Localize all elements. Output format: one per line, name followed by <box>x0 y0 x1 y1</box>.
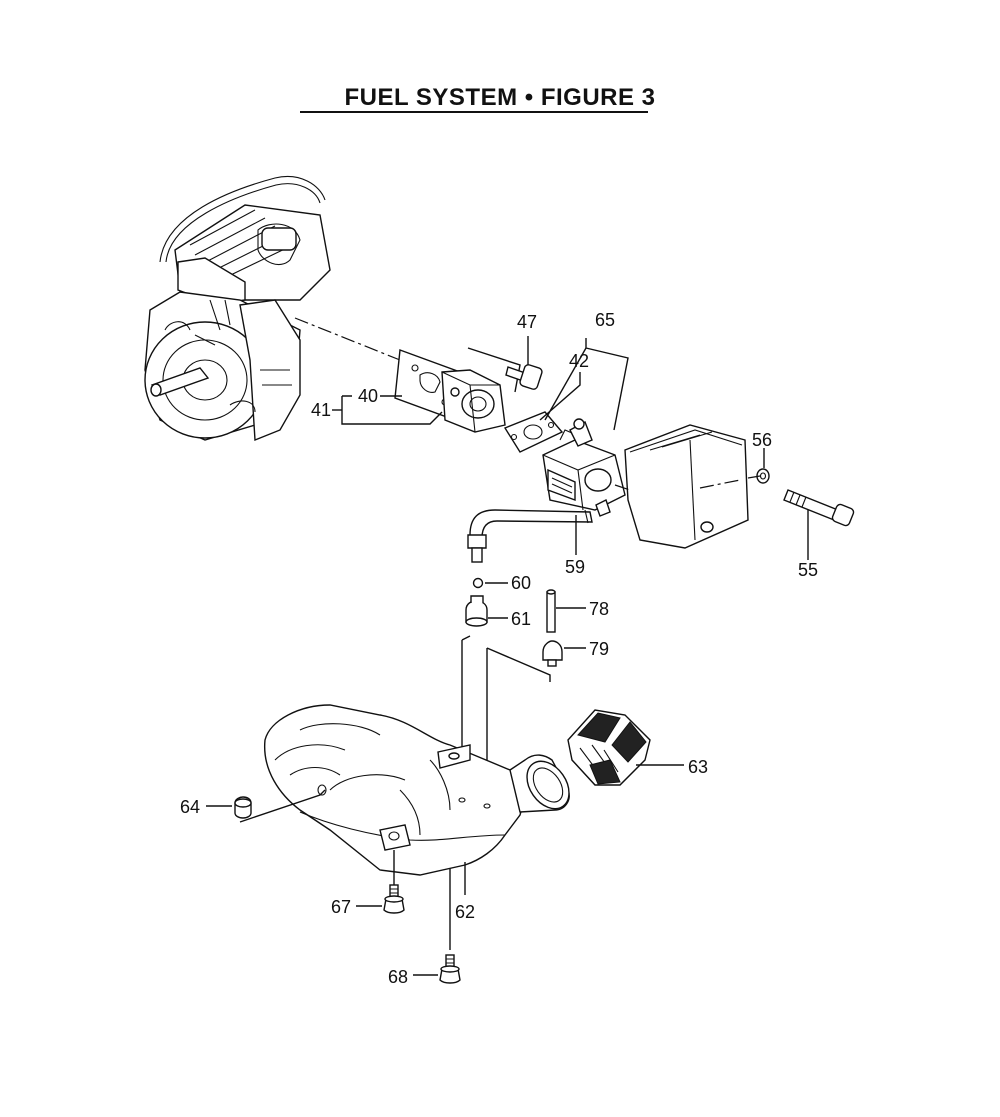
screw-68 <box>439 954 461 984</box>
screw-67 <box>383 884 405 914</box>
callout-63: 63 <box>688 757 708 777</box>
bolt-47 <box>505 364 543 390</box>
title-underline <box>300 111 648 113</box>
callout-79: 79 <box>589 639 609 659</box>
filler-neck <box>509 754 570 813</box>
callout-40: 40 <box>358 386 378 406</box>
callout-56: 56 <box>752 430 772 450</box>
fuel-filter <box>465 595 488 627</box>
fuel-tank <box>264 704 531 876</box>
callout-55: 55 <box>798 560 818 580</box>
bolt-55 <box>783 489 855 527</box>
carb-gasket <box>503 411 564 453</box>
callout-61: 61 <box>511 609 531 629</box>
callout-62: 62 <box>455 902 475 922</box>
callout-41: 41 <box>311 400 331 420</box>
carburetor <box>542 418 626 517</box>
callout-64: 64 <box>180 797 200 817</box>
tank-vent <box>542 640 563 667</box>
callout-78: 78 <box>589 599 609 619</box>
callout-47: 47 <box>517 312 537 332</box>
callout-65: 65 <box>595 310 615 330</box>
breather-tube <box>546 589 556 633</box>
figure-title: FUEL SYSTEM • FIGURE 3 <box>344 84 656 111</box>
insulator-block <box>441 369 506 433</box>
callout-60: 60 <box>511 573 531 593</box>
callout-59: 59 <box>565 557 585 577</box>
callout-67: 67 <box>331 897 351 917</box>
fuel-line <box>467 509 593 563</box>
oring-60 <box>472 577 484 589</box>
callout-68: 68 <box>388 967 408 987</box>
air-cleaner-cover <box>624 424 749 549</box>
engine-assembly <box>144 176 331 442</box>
fuel-cap <box>567 709 651 786</box>
spacer-64 <box>234 796 252 819</box>
